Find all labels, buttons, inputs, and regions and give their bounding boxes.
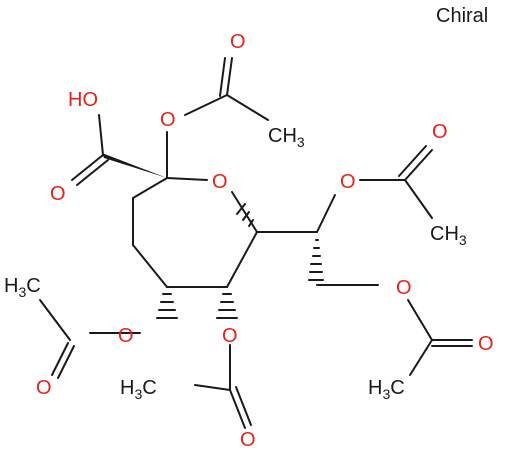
methyl-c5-label: H3C <box>120 377 157 402</box>
bond-o9-acc <box>407 299 433 341</box>
chiral-label: Chiral <box>436 5 488 27</box>
bond-acc-o-b <box>219 57 226 97</box>
bond-acc4-o-b <box>57 345 75 379</box>
methyl-top-label: CH3 <box>268 125 305 150</box>
ring-oxygen-label: O <box>212 171 228 193</box>
hash-c6 <box>236 203 254 227</box>
ester-oxygen-c9-label: O <box>396 277 412 299</box>
bond-acc7-ch3 <box>404 179 433 219</box>
bond-acc4-o-a <box>51 342 69 376</box>
bond-cooh-o-b <box>76 159 109 186</box>
bond-c3-c4 <box>132 244 168 288</box>
bond-acc7-o-b <box>398 145 427 177</box>
wedge-c1-cooh <box>102 153 167 178</box>
bond-cooh-o-a <box>71 154 104 181</box>
ester-oxygen-c4-label: O <box>118 325 134 347</box>
carbonyl-oxygen-c5-label: O <box>240 429 256 451</box>
methyl-c7-label: CH3 <box>430 223 467 248</box>
methyl-c4-label: H3C <box>4 275 41 300</box>
carbonyl-oxygen-c4-label: O <box>36 377 52 399</box>
hash-c5-o5 <box>216 293 238 319</box>
carbonyl-oxygen-c7-label: O <box>432 121 448 143</box>
bond-acc7-o-a <box>404 149 433 181</box>
carbonyl-oxygen-c9-label: O <box>478 333 494 355</box>
bond-acc4-ch3 <box>39 299 71 341</box>
hash-c4-o4 <box>156 293 178 319</box>
ester-oxygen-c7-label: O <box>340 171 356 193</box>
hydroxyl-label: HO <box>68 89 98 111</box>
bond-c5-c6 <box>226 231 258 288</box>
bond-c1-c2 <box>132 177 168 199</box>
bond-oring-c1 <box>166 177 208 181</box>
hash-c7-c8 <box>308 239 324 281</box>
acid-carbonyl-oxygen-label: O <box>50 183 66 205</box>
bond-lines <box>39 57 473 429</box>
ester-oxygen-c5-label: O <box>222 325 238 347</box>
bond-acc9-ch3 <box>409 339 433 376</box>
bond-o1-acc <box>184 94 228 116</box>
bond-acc5-o-b <box>235 386 252 426</box>
bond-acc-o-a <box>226 57 233 96</box>
bond-c7-o7 <box>316 194 336 233</box>
bond-c6-oring <box>231 191 258 233</box>
methyl-c9-label: H3C <box>368 377 405 402</box>
carbonyl-oxygen-top-label: O <box>230 31 246 53</box>
atom-labels: O O O CH3 HO O O O CH3 O O H3C O O H3C O… <box>4 31 494 451</box>
bond-acc-ch3 <box>226 94 269 121</box>
ester-oxygen-c1-label: O <box>160 109 176 131</box>
bond-cooh-oh <box>98 114 104 156</box>
bond-acc5-ch3 <box>194 384 231 391</box>
bond-acc5-o-a <box>229 389 246 429</box>
